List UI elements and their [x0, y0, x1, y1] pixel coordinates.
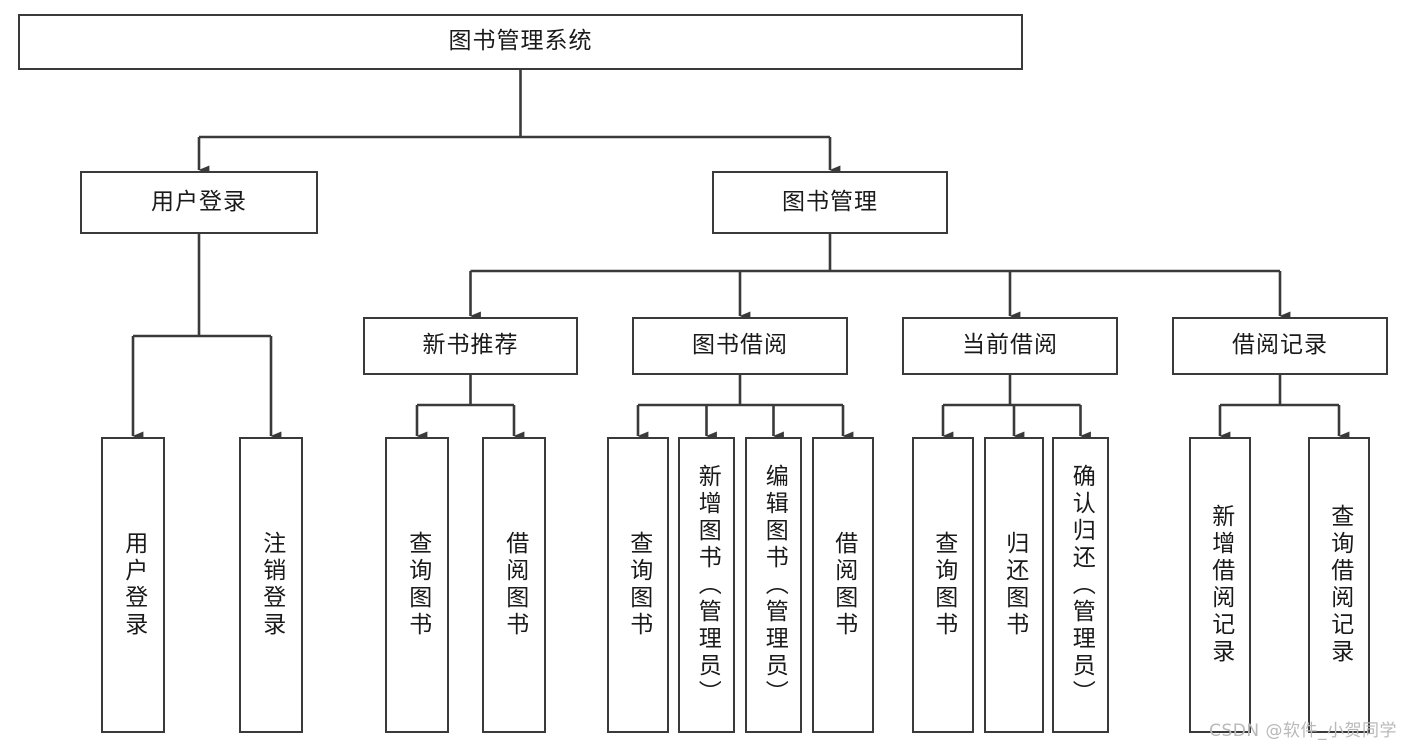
node-leaf-borrow-book-label: 借阅图书: [830, 531, 857, 639]
node-book-manage[interactable]: 图书管理: [712, 171, 948, 234]
node-book-borrow[interactable]: 图书借阅: [632, 317, 848, 375]
node-leaf-logout-label: 注销登录: [258, 531, 285, 639]
node-user-login[interactable]: 用户登录: [80, 171, 318, 234]
node-leaf-return-book-label: 归还图书: [1001, 531, 1028, 639]
node-leaf-confirm-return-admin-label: 确认归还（管理员）: [1068, 463, 1095, 707]
node-book-borrow-label: 图书借阅: [692, 332, 788, 359]
node-current-borrow[interactable]: 当前借阅: [902, 317, 1118, 375]
node-leaf-return-book[interactable]: 归还图书: [984, 437, 1044, 733]
node-borrow-record[interactable]: 借阅记录: [1172, 317, 1388, 375]
node-leaf-edit-book-admin[interactable]: 编辑图书（管理员）: [745, 437, 802, 733]
node-leaf-logout[interactable]: 注销登录: [239, 437, 303, 733]
node-leaf-borrow-book-recommend[interactable]: 借阅图书: [482, 437, 546, 733]
node-leaf-confirm-return-admin[interactable]: 确认归还（管理员）: [1052, 437, 1109, 733]
node-leaf-user-login-label: 用户登录: [120, 531, 147, 639]
node-leaf-add-book-admin[interactable]: 新增图书（管理员）: [678, 437, 735, 733]
node-borrow-record-label: 借阅记录: [1232, 332, 1328, 359]
node-leaf-query-book-current[interactable]: 查询图书: [912, 437, 974, 733]
node-leaf-query-book-recommend-label: 查询图书: [404, 531, 431, 639]
node-leaf-add-book-admin-label: 新增图书（管理员）: [694, 463, 721, 707]
node-current-borrow-label: 当前借阅: [962, 332, 1058, 359]
node-leaf-add-borrow-record-label: 新增借阅记录: [1207, 504, 1234, 666]
node-leaf-borrow-book-recommend-label: 借阅图书: [501, 531, 528, 639]
node-new-book-recommend-label: 新书推荐: [422, 332, 519, 359]
node-root-label: 图书管理系统: [448, 28, 593, 55]
node-root[interactable]: 图书管理系统: [18, 14, 1023, 70]
node-leaf-query-book-borrow-label: 查询图书: [625, 531, 652, 639]
node-leaf-query-book-current-label: 查询图书: [930, 531, 957, 639]
node-new-book-recommend[interactable]: 新书推荐: [363, 317, 578, 375]
node-leaf-query-borrow-record-label: 查询借阅记录: [1326, 504, 1353, 666]
node-leaf-query-book-borrow[interactable]: 查询图书: [607, 437, 669, 733]
node-book-manage-label: 图书管理: [782, 188, 878, 215]
node-leaf-borrow-book[interactable]: 借阅图书: [812, 437, 874, 733]
csdn-watermark: CSDN @软件_小贺同学: [1209, 721, 1397, 741]
node-leaf-user-login[interactable]: 用户登录: [101, 437, 165, 733]
node-leaf-query-book-recommend[interactable]: 查询图书: [385, 437, 449, 733]
node-leaf-edit-book-admin-label: 编辑图书（管理员）: [761, 463, 788, 707]
node-leaf-add-borrow-record[interactable]: 新增借阅记录: [1189, 437, 1251, 733]
node-leaf-query-borrow-record[interactable]: 查询借阅记录: [1308, 437, 1370, 733]
node-user-login-label: 用户登录: [151, 188, 247, 215]
